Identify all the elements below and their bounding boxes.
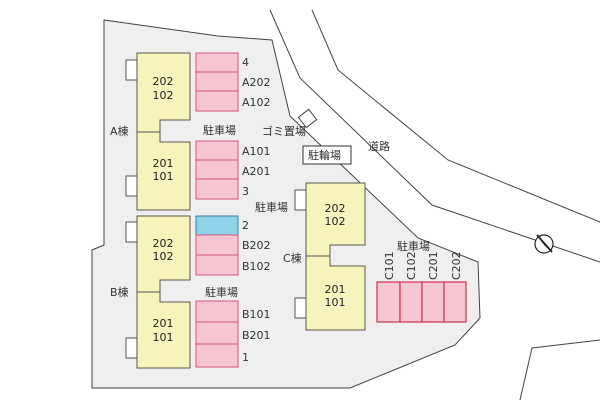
parking-label-c202: C202	[450, 251, 463, 280]
building-b-label: B棟	[110, 285, 129, 299]
parking-label-c102: C102	[405, 251, 418, 280]
parking-b-top	[195, 215, 239, 276]
building-b-upper-unit-top: 202	[153, 237, 174, 250]
garbage-area-box	[297, 108, 318, 129]
parking-label-2: 2	[242, 219, 249, 232]
parking-label-1: 1	[242, 351, 249, 364]
bicycle-parking-box	[302, 145, 352, 165]
parking-b-bottom	[195, 300, 239, 368]
building-c-upper-unit-top: 202	[325, 202, 346, 215]
bicycle-parking-label: 駐輪場	[308, 148, 341, 162]
parking-a-bottom	[195, 140, 239, 200]
parking-area-center-label: 駐車場	[255, 200, 288, 214]
building-b	[125, 215, 191, 369]
parking-c-row	[376, 281, 467, 323]
road-edges	[269, 9, 600, 400]
building-a-upper-unit-top: 202	[153, 75, 174, 88]
building-a-lower-unit-top: 201	[153, 157, 174, 170]
parking-label-a202: A202	[242, 76, 271, 89]
building-a-lower-unit-bottom: 101	[153, 170, 174, 183]
parking-label-b101: B101	[242, 308, 271, 321]
parking-label-c201: C201	[427, 251, 440, 280]
building-c-lower-unit-top: 201	[325, 283, 346, 296]
building-b-lower-unit-bottom: 101	[153, 331, 174, 344]
parking-area-c-label: 駐車場	[397, 239, 430, 253]
parking-area-b-label: 駐車場	[205, 285, 238, 299]
building-a-label: A棟	[110, 124, 129, 138]
building-c	[294, 182, 366, 331]
parking-label-c101: C101	[383, 251, 396, 280]
building-c-label: C棟	[283, 251, 302, 265]
building-c-upper-unit-bottom: 102	[325, 215, 346, 228]
parking-label-a201: A201	[242, 165, 271, 178]
building-b-upper-unit-bottom: 102	[153, 250, 174, 263]
parking-label-b201: B201	[242, 329, 271, 342]
building-a	[125, 52, 191, 211]
garbage-area-label: ゴミ置場	[262, 124, 306, 138]
parking-label-a102: A102	[242, 96, 271, 109]
parking-label-a101: A101	[242, 145, 271, 158]
building-b-lower-unit-top: 201	[153, 317, 174, 330]
parking-label-4: 4	[242, 56, 249, 69]
parking-label-3: 3	[242, 185, 249, 198]
parking-a-top	[195, 52, 239, 112]
north-arrow-icon	[534, 232, 554, 254]
building-c-lower-unit-bottom: 101	[325, 296, 346, 309]
parking-area-a-label: 駐車場	[203, 123, 236, 137]
road-label: 道路	[368, 139, 390, 153]
parking-label-b202: B202	[242, 239, 271, 252]
building-a-upper-unit-bottom: 102	[153, 89, 174, 102]
parking-label-b102: B102	[242, 260, 271, 273]
